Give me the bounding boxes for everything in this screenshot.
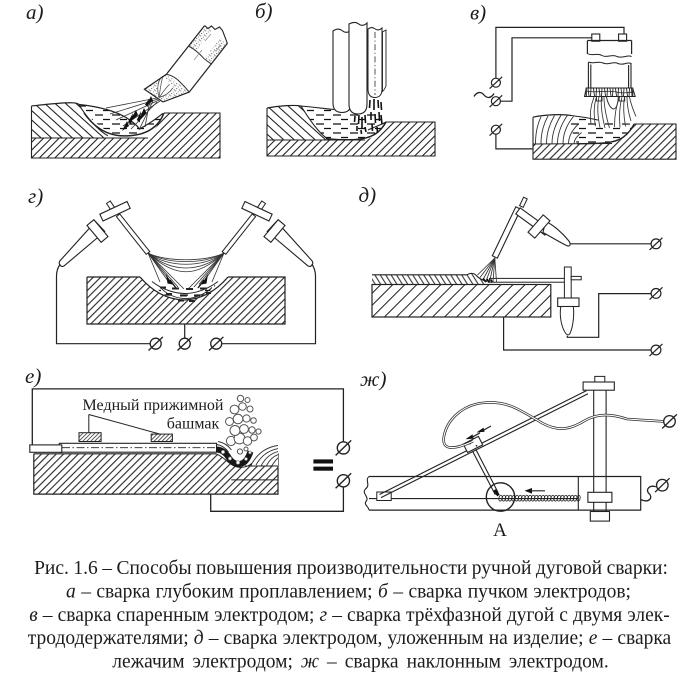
svg-text:а): а) (26, 0, 44, 24)
svg-text:башмак: башмак (167, 416, 220, 433)
svg-text:трододержателями; д – сварка э: трододержателями; д – сварка электродом,… (28, 628, 672, 649)
svg-text:г): г) (28, 184, 43, 208)
svg-text:в): в) (470, 1, 486, 25)
svg-text:лежачим электродом; ж – сварка: лежачим электродом; ж – сварка наклонным… (112, 652, 608, 673)
svg-text:д): д) (359, 183, 377, 207)
svg-text:е): е) (25, 364, 41, 388)
svg-text:б): б) (255, 0, 273, 23)
svg-text:а – сварка глубоким проплавлен: а – сварка глубоким проплавлением; б – с… (66, 581, 631, 602)
svg-text:Рис. 1.6 – Способы повышения п: Рис. 1.6 – Способы повышения производите… (34, 558, 668, 579)
svg-text:в – сварка спаренным электродо: в – сварка спаренным электродом; г – сва… (29, 605, 669, 626)
svg-text:ж): ж) (360, 367, 387, 391)
svg-text:А: А (493, 520, 507, 541)
svg-text:Медный прижимной: Медный прижимной (83, 397, 224, 414)
